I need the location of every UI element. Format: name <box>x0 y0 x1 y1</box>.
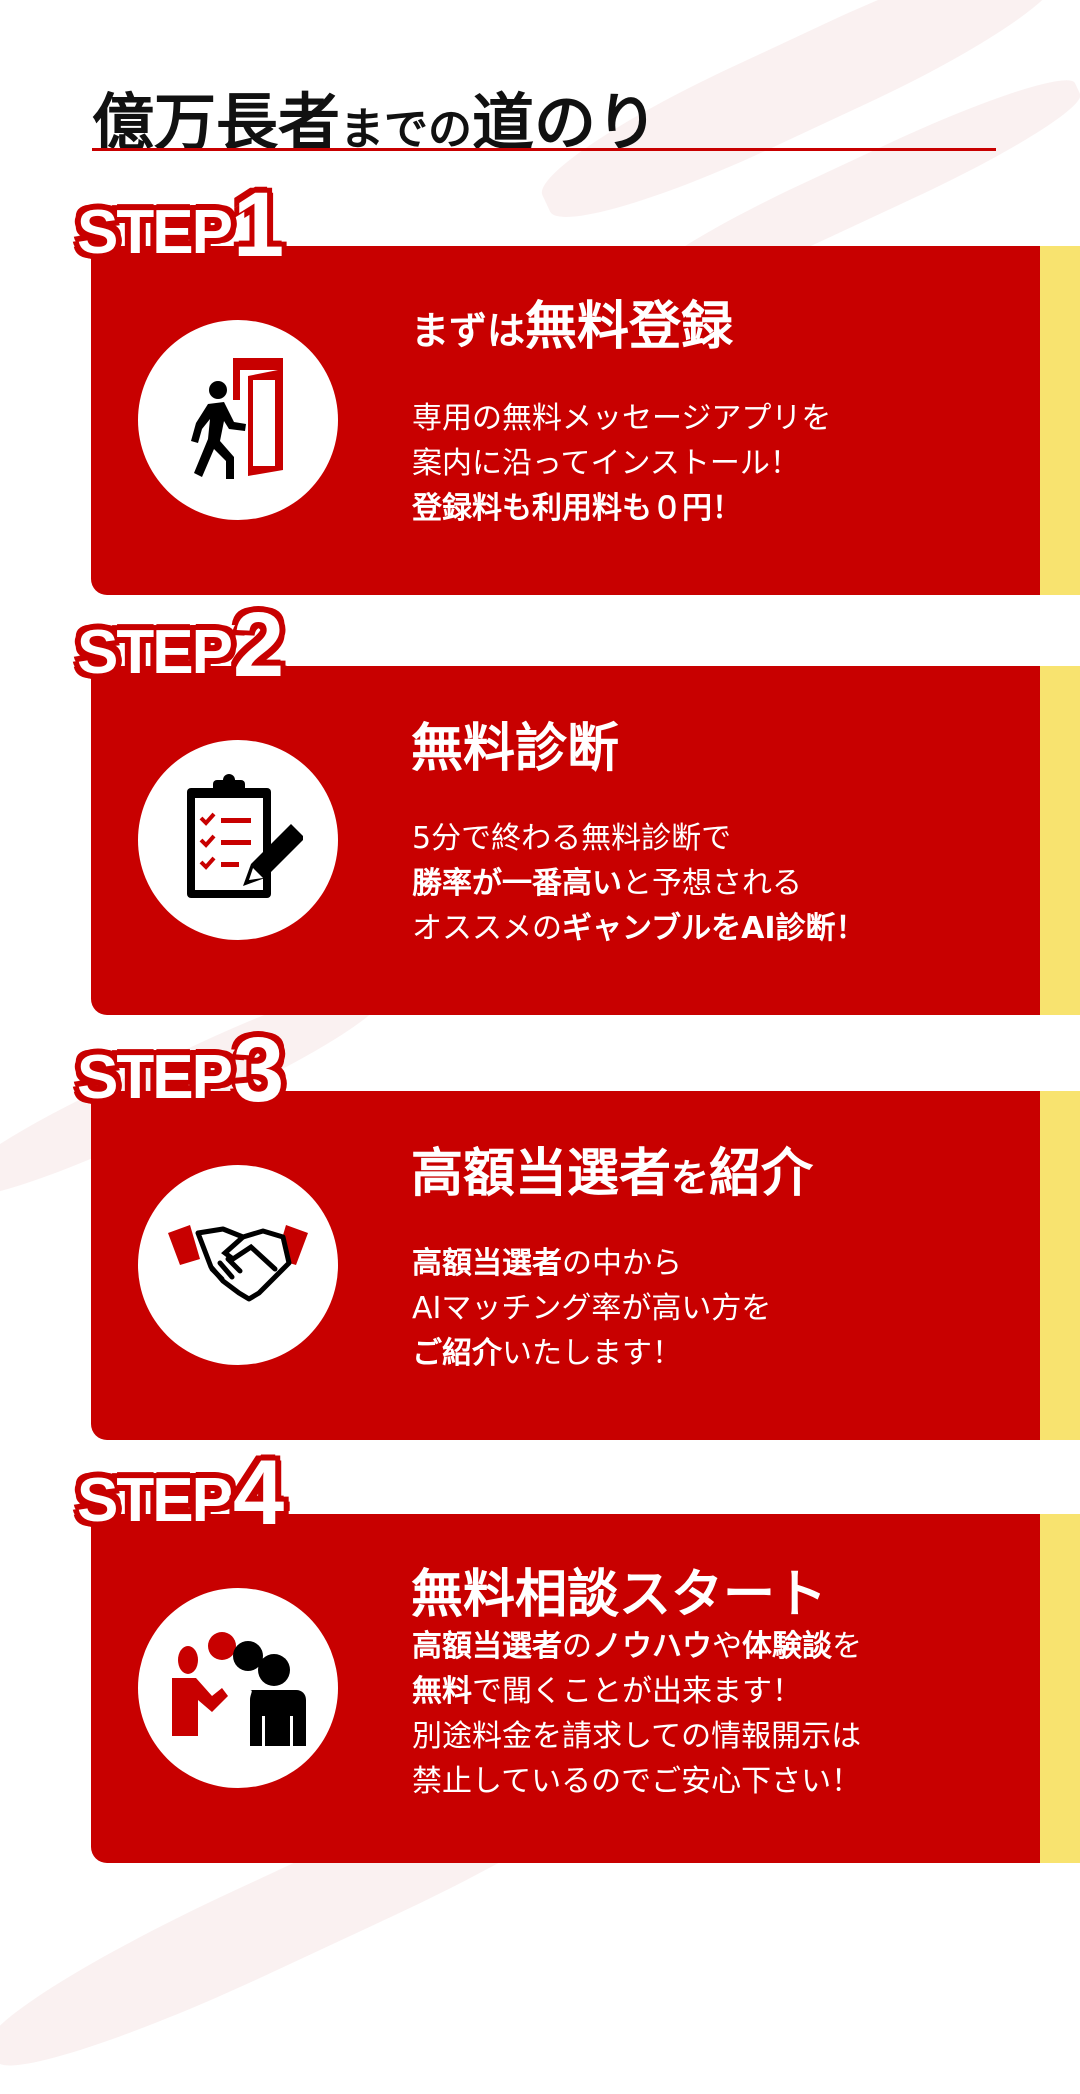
text-segment: 禁止しているのでご安心下さい！ <box>412 1764 862 1799</box>
title-part: までの <box>340 104 473 155</box>
step-description: 5分で終わる無料診断で勝率が一番高いと予想されるオススメのギャンブルをAI診断！ <box>412 816 865 951</box>
step-title-part: 無料相談スタート <box>411 1565 828 1625</box>
description-line: 無料で聞くことが出来ます！ <box>412 1669 862 1714</box>
step-word: STEP <box>77 618 233 688</box>
step-description: 専用の無料メッセージアプリを案内に沿ってインストール！ 登録料も利用料も０円！ <box>412 396 831 531</box>
icon-circle <box>138 1588 338 1788</box>
step-word: STEP <box>77 198 233 268</box>
title-underline <box>92 148 996 151</box>
step-title: まずは無料登録 <box>411 284 733 359</box>
description-line: 禁止しているのでご安心下さい！ <box>412 1759 862 1804</box>
step-word: STEP <box>77 1466 233 1536</box>
icon-circle <box>138 1165 338 1365</box>
text-segment: 無料 <box>412 1674 472 1709</box>
step-description: 高額当選者のノウハウや体験談を無料で聞くことが出来ます！別途料金を請求しての情報… <box>412 1624 862 1804</box>
yellow-stripe <box>1040 1091 1080 1440</box>
step-title-part: まずは <box>411 309 526 353</box>
icon-circle <box>138 740 338 940</box>
step-word: STEP <box>77 1043 233 1113</box>
step-title-part: 無料診断 <box>411 719 620 779</box>
step-number: 4 <box>232 1442 285 1544</box>
description-line: 専用の無料メッセージアプリを <box>412 396 831 441</box>
text-segment: や <box>712 1629 742 1664</box>
description-line: 高額当選者のノウハウや体験談を <box>412 1624 862 1669</box>
step-title: 無料相談スタート <box>411 1552 827 1627</box>
text-segment: 高額当選者 <box>412 1246 562 1281</box>
text-segment: と予想される <box>622 866 802 901</box>
text-segment: AIマッチング率が高い方を <box>412 1291 772 1326</box>
text-segment: いたします！ <box>502 1336 682 1371</box>
icon-circle <box>138 320 338 520</box>
text-segment: ギャンブルをAI診断！ <box>562 911 866 946</box>
text-segment: 登録料も利用料も０円！ <box>412 491 742 526</box>
text-segment: 勝率が一番高い <box>412 866 622 901</box>
description-line: オススメのギャンブルをAI診断！ <box>412 906 865 951</box>
page-title: 億万長者までの道のり <box>92 72 658 162</box>
step-title: 無料診断 <box>411 706 619 781</box>
description-line: 勝率が一番高いと予想される <box>412 861 865 906</box>
text-segment: 5分で終わる無料診断で <box>412 821 732 856</box>
title-part: 道のり <box>472 86 659 159</box>
description-line: AIマッチング率が高い方を <box>412 1286 771 1331</box>
yellow-stripe <box>1040 1514 1080 1863</box>
description-line: 別途料金を請求しての情報開示は <box>412 1714 862 1759</box>
title-part: 億万長者 <box>92 86 341 159</box>
text-segment: 専用の無料メッセージアプリを <box>412 401 832 436</box>
description-line: 案内に沿ってインストール！ <box>412 441 831 486</box>
text-segment: を <box>832 1629 862 1664</box>
text-segment: ノウハウ <box>592 1629 712 1664</box>
step-title-part: を <box>671 1156 710 1200</box>
text-segment: で聞くことが出来ます！ <box>472 1674 802 1709</box>
handshake-icon <box>168 1213 308 1317</box>
text-segment: オススメの <box>412 911 562 946</box>
step-number: 1 <box>232 174 285 276</box>
clipboard-checklist-icon <box>173 768 305 912</box>
text-segment: の <box>562 1629 592 1664</box>
text-segment: 高額当選者 <box>412 1629 562 1664</box>
person-entering-door-icon <box>178 348 298 492</box>
text-segment: の中から <box>562 1246 682 1281</box>
step-title-part: 無料登録 <box>525 297 734 357</box>
step-title-part: 高額当選者 <box>411 1144 672 1204</box>
people-consultation-icon <box>168 1626 308 1750</box>
yellow-stripe <box>1040 246 1080 595</box>
yellow-stripe <box>1040 666 1080 1015</box>
description-line: 高額当選者の中から <box>412 1241 771 1286</box>
step-title-part: 紹介 <box>709 1144 814 1204</box>
text-segment: ご紹介 <box>412 1336 502 1371</box>
description-line: 5分で終わる無料診断で <box>412 816 865 861</box>
step-number: 3 <box>232 1019 285 1121</box>
text-segment: 別途料金を請求しての情報開示は <box>412 1719 862 1754</box>
text-segment: 体験談 <box>742 1629 832 1664</box>
description-line: 登録料も利用料も０円！ <box>412 486 831 531</box>
step-number: 2 <box>232 594 285 696</box>
text-segment: 案内に沿ってインストール！ <box>412 446 800 481</box>
step-title: 高額当選者を紹介 <box>411 1131 813 1206</box>
description-line: ご紹介いたします！ <box>412 1331 771 1376</box>
